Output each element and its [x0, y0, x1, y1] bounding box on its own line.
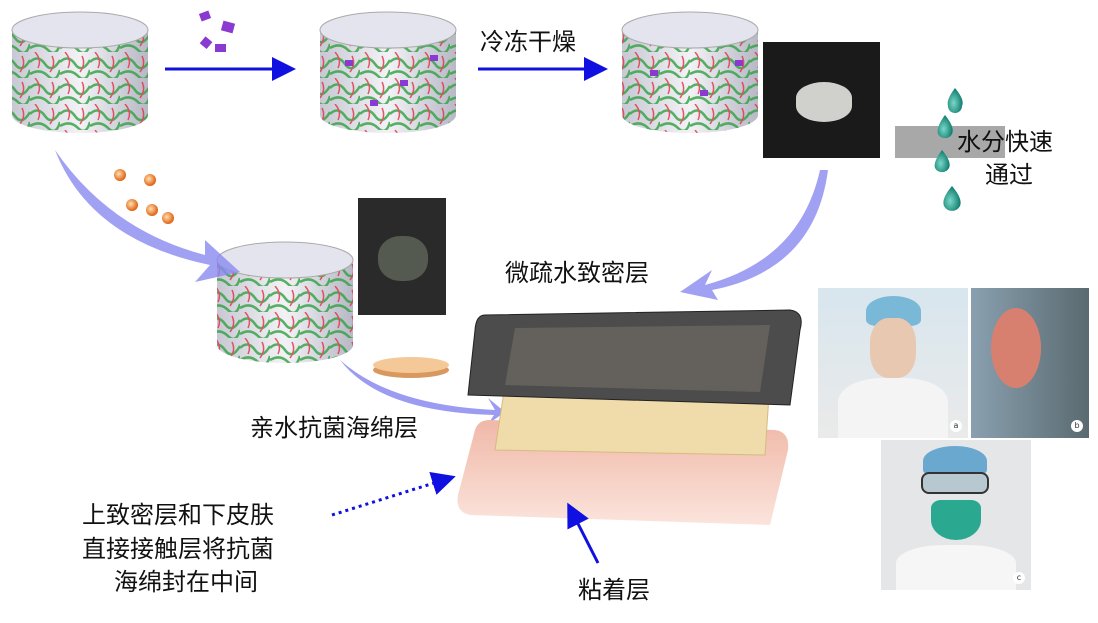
freeze-dried-photo — [763, 42, 880, 158]
hydrogel-cylinder-1 — [11, 11, 149, 133]
dotted-arrow — [331, 471, 456, 517]
water-pass-label-2: 通过 — [985, 161, 1033, 189]
freeze-dry-label: 冷冻干燥 — [480, 28, 576, 56]
note-line-2: 直接接触层将抗菌 — [82, 535, 274, 563]
hydrophobic-layer-label: 微疏水致密层 — [505, 259, 649, 287]
hydrogel-cylinder-2 — [319, 11, 457, 133]
photo-b-label: b — [1071, 420, 1083, 432]
curved-arrow-to-dense-layer — [680, 170, 828, 300]
photo-b: b — [971, 288, 1089, 438]
antibacterial-cylinder — [216, 241, 354, 363]
water-pass-label-1: 水分快速 — [957, 128, 1053, 156]
water-droplets-icon — [934, 88, 963, 211]
dense-layer-inner — [505, 325, 770, 392]
antibacterial-sponge-photo — [358, 198, 446, 315]
note-line-3: 海绵封在中间 — [114, 568, 258, 596]
curved-arrow-to-sponge-layer — [340, 360, 505, 424]
note-line-1: 上致密层和下皮肤 — [82, 501, 274, 529]
arrow-to-adhesive — [567, 502, 600, 564]
curved-arrow-to-sponge — [55, 150, 240, 282]
nanoparticles-icon — [114, 169, 174, 224]
photo-c-label: c — [1013, 572, 1025, 584]
crosslinker-flakes-icon — [198, 10, 236, 52]
photo-a: a — [818, 288, 968, 438]
freeze-dried-cylinder — [621, 11, 759, 133]
photo-a-label: a — [950, 420, 962, 432]
photo-c: c — [881, 440, 1031, 590]
adhesive-layer-label: 粘着层 — [578, 576, 650, 604]
sponge-disk — [373, 357, 449, 378]
sponge-layer-label: 亲水抗菌海绵层 — [250, 414, 418, 442]
